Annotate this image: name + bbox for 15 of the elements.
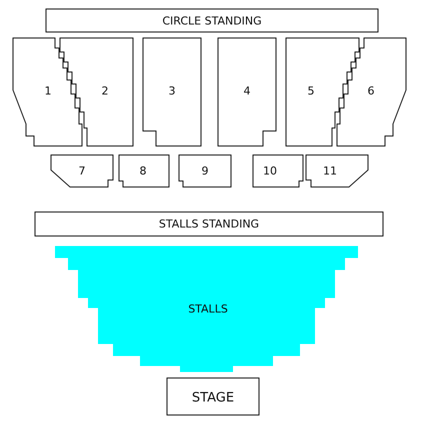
section-label: STALLS STANDING xyxy=(158,218,260,230)
section-label: 7 xyxy=(78,166,86,176)
section-label: 2 xyxy=(102,86,108,96)
section-label: 5 xyxy=(308,86,314,96)
section-label: 11 xyxy=(323,166,337,176)
section-label: 1 xyxy=(44,86,52,96)
section-label: STALLS xyxy=(188,304,228,314)
section-label: 9 xyxy=(202,166,208,176)
section-label: 8 xyxy=(140,166,146,176)
section-label: 3 xyxy=(168,86,176,96)
section-label: 6 xyxy=(368,86,374,96)
section-label: STAGE xyxy=(192,392,234,404)
section-label: CIRCLE STANDING xyxy=(162,16,262,26)
section-label: 10 xyxy=(263,166,277,176)
section-label: 4 xyxy=(244,86,250,96)
